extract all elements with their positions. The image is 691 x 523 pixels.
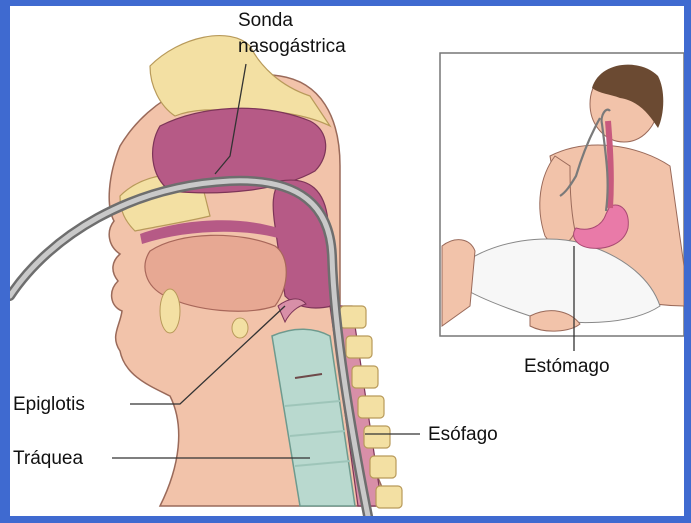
head-sagittal-section	[10, 36, 402, 516]
illustration-canvas: Sonda nasogástrica Epiglotis Tráquea Esó…	[10, 6, 684, 516]
nasogastric-tube-diagram: Sonda nasogástrica Epiglotis Tráquea Esó…	[10, 6, 684, 516]
vertebra	[370, 456, 396, 478]
esofago-label: Esófago	[428, 424, 498, 445]
epiglotis-label: Epiglotis	[13, 394, 85, 415]
vertebra	[340, 306, 366, 328]
vertebra	[352, 366, 378, 388]
estomago-label: Estómago	[524, 356, 610, 377]
patient-inset	[440, 53, 684, 336]
traquea-label: Tráquea	[13, 448, 83, 469]
vertebra	[376, 486, 402, 508]
sonda-label-line1: Sonda	[238, 10, 293, 31]
mandible-bone	[160, 289, 180, 333]
vertebra	[358, 396, 384, 418]
hyoid-bone	[232, 318, 248, 338]
vertebra	[364, 426, 390, 448]
vertebra	[346, 336, 372, 358]
sonda-label-line2: nasogástrica	[238, 36, 346, 57]
